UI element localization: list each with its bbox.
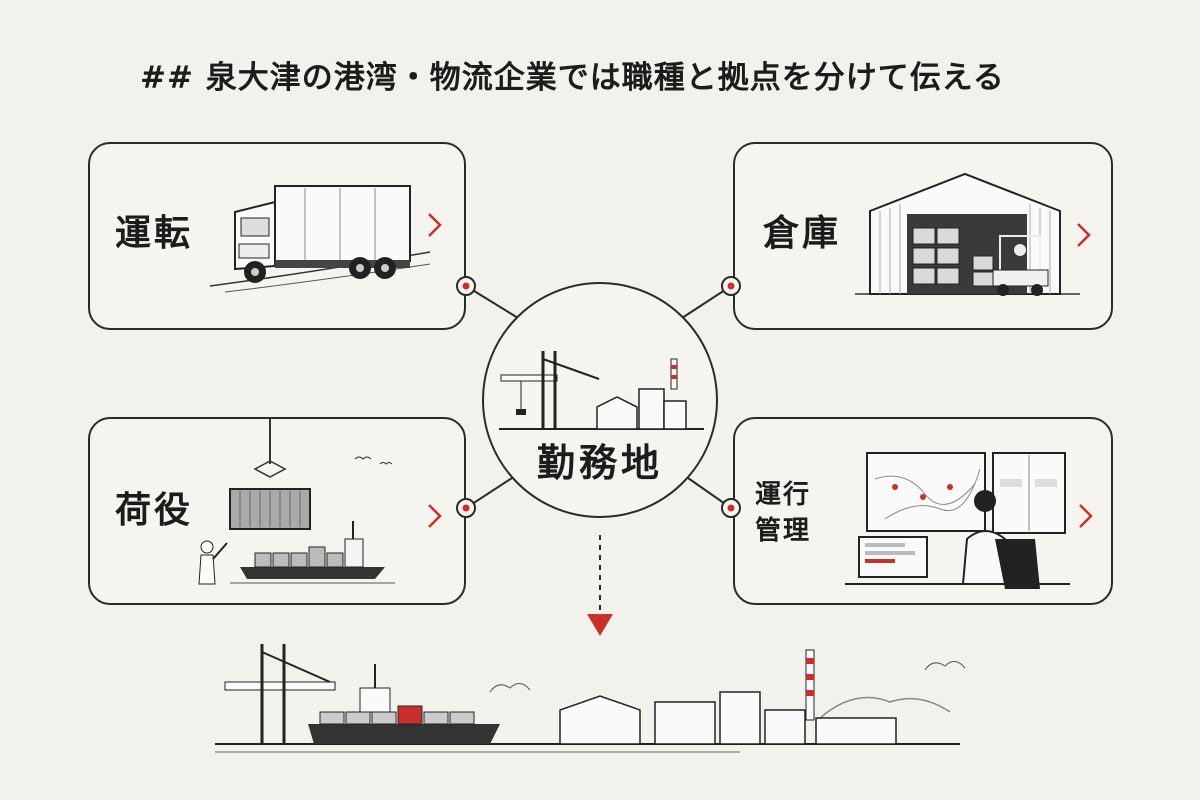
- chevron-right-icon[interactable]: [1073, 220, 1095, 250]
- card-cargo[interactable]: 荷役: [88, 417, 466, 605]
- truck-icon: [209, 185, 431, 293]
- down-arrow-icon: [587, 614, 613, 636]
- card-label-driving: 運転: [115, 212, 194, 254]
- chevron-right-icon[interactable]: [424, 210, 446, 240]
- card-label-operations: 運行 管理: [755, 477, 827, 549]
- chevron-right-icon[interactable]: [424, 501, 446, 531]
- chevron-right-icon[interactable]: [1075, 501, 1097, 531]
- warehouse-icon: [855, 172, 1080, 296]
- port-factory-icon: [499, 351, 704, 430]
- cargo-ship-icon: [198, 419, 395, 585]
- hub-workplace[interactable]: 勤務地: [482, 282, 718, 518]
- card-operations[interactable]: 運行 管理: [733, 417, 1113, 605]
- card-label-operations-line2: 管理: [755, 516, 812, 546]
- card-label-cargo: 荷役: [115, 489, 194, 531]
- hub-label: 勤務地: [536, 440, 663, 485]
- port-skyline-illustration: [215, 644, 966, 753]
- card-label-operations-line1: 運行: [755, 480, 812, 510]
- card-label-warehouse: 倉庫: [763, 212, 842, 254]
- connector-driving: [465, 285, 519, 319]
- operations-desk-icon: [845, 452, 1070, 589]
- page-title: ## 泉大津の港湾・物流企業では職種と拠点を分けて伝える: [140, 60, 1005, 96]
- card-warehouse[interactable]: 倉庫: [733, 142, 1113, 330]
- connector-warehouse: [681, 285, 732, 319]
- card-driving[interactable]: 運転: [88, 142, 466, 330]
